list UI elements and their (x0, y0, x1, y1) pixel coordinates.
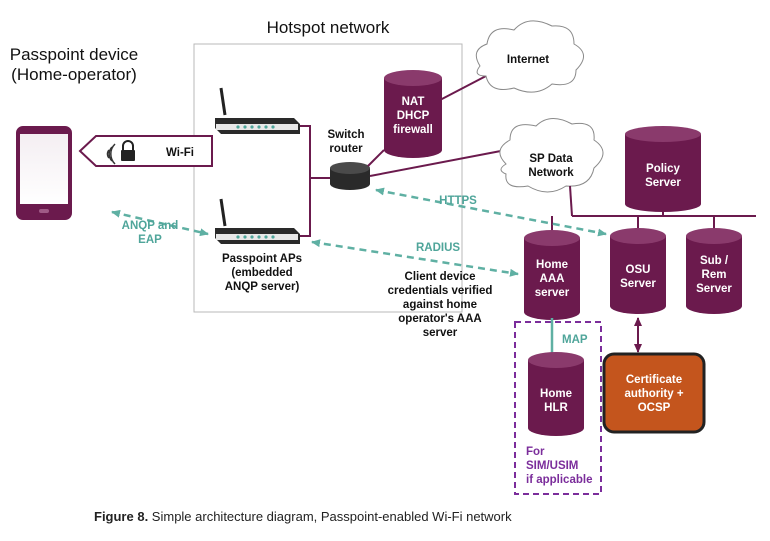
sim-text-2: SIM/USIM (526, 460, 578, 472)
access-point-bottom-icon (215, 198, 300, 244)
switch-router-icon (330, 162, 370, 190)
anqp-eap-link (111, 209, 209, 237)
subrem-label-2: Rem (702, 269, 727, 281)
sim-usim-box (514, 321, 602, 495)
ap-top-switch-link (300, 125, 330, 179)
https-label: HTTPS (439, 195, 477, 207)
client-text-2: credentials verified (388, 285, 493, 297)
subrem-label-3: Server (696, 283, 732, 295)
wifi-label: Wi-Fi (166, 147, 194, 159)
nat-firewall-cylinder (384, 70, 442, 158)
spdata-label-1: SP Data (529, 153, 573, 165)
figure-caption: Figure 8. Simple architecture diagram, P… (94, 509, 512, 524)
anqp-label-1: ANQP and (122, 220, 179, 232)
osu-label-2: Server (620, 278, 656, 290)
policy-label-2: Server (645, 177, 681, 189)
policy-server-cylinder (625, 126, 701, 212)
map-label: MAP (562, 334, 588, 346)
ca-label-3: OCSP (638, 402, 671, 414)
aaa-label-2: AAA (540, 273, 565, 285)
subrem-server-cylinder (686, 228, 742, 314)
aaa-label-3: server (535, 287, 570, 299)
subrem-label-1: Sub / (700, 255, 729, 267)
hotspot-title: Hotspot network (267, 18, 390, 37)
client-text-3: against home (403, 299, 477, 311)
access-point-top-icon (215, 87, 300, 134)
switch-spdata-link (369, 149, 507, 177)
aaa-label-1: Home (536, 259, 568, 271)
anqp-label-2: EAP (138, 234, 162, 246)
radius-link (311, 239, 519, 277)
client-text-4: operator's AAA (398, 313, 481, 325)
nat-label-3: firewall (393, 124, 433, 136)
ap-label-1: Passpoint APs (222, 253, 302, 265)
spdata-backbone-link (569, 185, 573, 217)
ap-label-2: (embedded (231, 267, 292, 279)
policy-label-1: Policy (646, 163, 680, 175)
wifi-icon (106, 143, 116, 165)
sp-data-network-cloud (499, 118, 604, 193)
sim-text-1: For (526, 446, 545, 458)
hlr-label-1: Home (540, 388, 572, 400)
osu-label-1: OSU (626, 264, 651, 276)
phone-icon (16, 126, 72, 220)
switch-label-1: Switch (327, 129, 364, 141)
hotspot-network-box (193, 43, 463, 313)
home-hlr-cylinder (528, 352, 584, 436)
nat-label-2: DHCP (397, 110, 430, 122)
switch-label-2: router (329, 143, 363, 155)
nat-label-1: NAT (402, 96, 425, 108)
ca-label-2: authority + (624, 388, 683, 400)
osu-server-cylinder (610, 228, 666, 314)
sim-text-3: if applicable (526, 474, 592, 486)
home-aaa-server-cylinder (524, 230, 580, 320)
caption-label: Figure 8. (94, 509, 149, 524)
internet-cloud (475, 20, 584, 93)
device-subtitle: (Home-operator) (11, 65, 137, 84)
device-title: Passpoint device (10, 45, 139, 64)
https-link (375, 187, 607, 237)
certificate-authority-box (602, 352, 706, 434)
ap-label-3: ANQP server) (225, 281, 300, 293)
ca-label-1: Certificate (626, 374, 682, 386)
lock-icon (121, 140, 135, 161)
nat-internet-link (439, 75, 487, 101)
client-text-5: server (423, 327, 458, 339)
internet-label: Internet (507, 54, 549, 66)
spdata-label-2: Network (528, 167, 574, 179)
hlr-label-2: HLR (544, 402, 568, 414)
switch-nat-link (367, 149, 385, 167)
ap-bottom-switch-link (300, 178, 311, 237)
wifi-link-arrow (78, 135, 213, 167)
caption-text: Simple architecture diagram, Passpoint-e… (148, 509, 512, 524)
client-text-1: Client device (405, 271, 476, 283)
radius-label: RADIUS (416, 242, 460, 254)
